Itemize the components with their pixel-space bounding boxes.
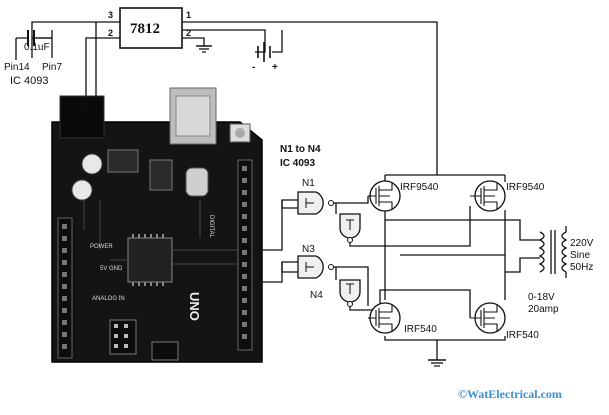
primary-voltage: 220V: [570, 238, 594, 249]
gate-n3: N3: [297, 244, 334, 279]
secondary-voltage: 0-18V: [528, 292, 555, 303]
battery-minus: -: [252, 62, 255, 73]
mosfet-q2-label: IRF9540: [506, 182, 545, 193]
ic-4093-label: IC 4093: [10, 75, 49, 87]
gate-n3-label: N3: [302, 244, 315, 255]
regulator-pin2: 2: [108, 28, 113, 38]
svg-text:ANALOG IN: ANALOG IN: [92, 296, 125, 302]
mosfet-q3-label: IRF540: [404, 324, 437, 335]
primary-frequency: 50Hz: [570, 262, 593, 273]
board-capacitor: [71, 179, 93, 201]
regulator-pin3: 3: [108, 10, 113, 20]
mosfet-q3: IRF540: [368, 302, 437, 335]
signal-wiring: [252, 196, 471, 318]
icsp-header: [109, 319, 137, 355]
gate-n1-label: N1: [302, 178, 315, 189]
capacitor-0-1uf: 0.1uF: [15, 30, 52, 60]
secondary-current: 20amp: [528, 304, 559, 315]
gates-title-line2: IC 4093: [280, 158, 315, 169]
power-wiring: [31, 21, 438, 175]
gates-title-line1: N1 to N4: [280, 144, 321, 155]
mosfet-q2: IRF9540: [470, 180, 545, 212]
pin14-label: Pin14: [4, 62, 30, 73]
svg-text:5V GND: 5V GND: [100, 266, 123, 272]
board-pin8: 8: [256, 272, 262, 283]
primary-waveform: Sine: [570, 250, 590, 261]
ground-symbol: [428, 359, 446, 367]
board-label: UNO: [187, 292, 202, 321]
capacitor-value: 0.1uF: [24, 42, 50, 53]
regulator-name: 7812: [130, 21, 160, 37]
microcontroller-chip: [127, 237, 173, 283]
h-bridge-wiring: [384, 174, 540, 360]
mosfet-q4: IRF540: [470, 302, 539, 341]
svg-text:POWER: POWER: [90, 244, 113, 250]
battery: - +: [252, 42, 278, 73]
watermark: ©WatElectrical.com: [458, 387, 562, 401]
pin7-label: Pin7: [42, 62, 62, 73]
board-pin9: 9: [256, 244, 262, 255]
gate-n4-label: N4: [310, 290, 323, 301]
arduino-uno-board: UNO POWER ANALOG IN DIGITAL 5V GND: [51, 87, 263, 363]
battery-plus: +: [272, 62, 278, 73]
mosfet-q4-label: IRF540: [506, 330, 539, 341]
gate-n4: N4: [310, 279, 361, 307]
ground-symbol: [196, 45, 212, 53]
regulator-pin2-right: 2: [186, 28, 191, 38]
board-capacitor: [81, 153, 103, 175]
transformer: 220V Sine 50Hz 0-18V 20amp: [528, 226, 594, 315]
mosfet-q1-label: IRF9540: [400, 182, 439, 193]
regulator-pin1: 1: [186, 10, 191, 20]
mosfet-q1: IRF9540: [368, 180, 439, 212]
gate-n2: [339, 213, 361, 243]
regulator-7812: 7812 3 2 1 2: [108, 7, 191, 49]
dc-jack: [59, 95, 105, 139]
crystal: [185, 167, 209, 197]
gate-n1: N1: [297, 178, 334, 215]
svg-text:DIGITAL: DIGITAL: [208, 215, 214, 239]
